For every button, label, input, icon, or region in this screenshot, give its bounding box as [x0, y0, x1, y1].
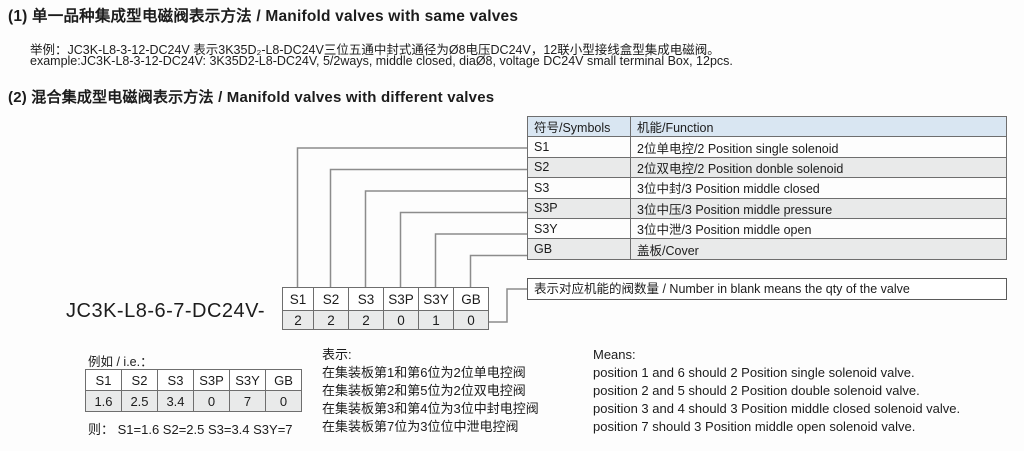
ie-col-header: GB [265, 369, 302, 391]
meaning-en-line: position 7 should 3 Position middle open… [593, 419, 916, 434]
header-symbols: 符号/Symbols [527, 115, 631, 138]
meaning-en-block: Means: position 1 and 6 should 2 Positio… [593, 346, 960, 436]
table-row: GB 盖板/Cover [527, 238, 1007, 260]
meaning-en-title: Means: [593, 347, 636, 362]
function-cell: 盖板/Cover [630, 238, 1007, 260]
function-cell: 3位中泄/3 Position middle open [630, 217, 1007, 240]
section1-example-en: example:JC3K-L8-3-12-DC24V: 3K35D2-L8-DC… [30, 54, 733, 68]
table-row: S2 2位双电控/2 Position donble solenoid [527, 156, 1007, 179]
section1-example-cn: 举例：JC3K-L8-3-12-DC24V 表示3K35D₂-L8-DC24V三… [30, 43, 720, 57]
qty-value-cell: 1 [418, 310, 454, 330]
qty-table-header-row: S1 S2 S3 S3P S3Y GB [282, 287, 489, 311]
qty-col-header: GB [453, 287, 489, 311]
qty-note-box: 表示对应机能的阀数量 / Number in blank means the q… [527, 278, 1007, 300]
meaning-cn-line: 在集装板第1和第6位为2位单电控阀 [322, 365, 526, 380]
symbol-cell: S3 [527, 177, 631, 199]
meaning-cn-block: 表示: 在集装板第1和第6位为2位单电控阀 在集装板第2和第5位为2位双电控阀 … [322, 346, 539, 436]
ie-example-table: S1 S2 S3 S3P S3Y GB 1.6 2.5 3.4 0 7 0 [85, 369, 302, 412]
connector-s3y [434, 233, 527, 288]
ie-label: 例如 / i.e.： [88, 355, 153, 369]
ie-col-header: S3 [157, 369, 194, 391]
section1-heading: (1) 单一品种集成型电磁阀表示方法 / Manifold valves wit… [8, 8, 519, 25]
symbols-function-table: 符号/Symbols 机能/Function S1 2位单电控/2 Positi… [527, 115, 1007, 260]
table-row: S1 2位单电控/2 Position single solenoid [527, 136, 1007, 158]
meaning-en-line: position 1 and 6 should 2 Position singl… [593, 365, 915, 380]
connector-qty-note [489, 288, 527, 323]
symbol-cell: S3Y [527, 217, 631, 240]
symbol-cell: S3P [527, 197, 631, 219]
meaning-en-line: position 2 and 5 should 2 Position doubl… [593, 383, 920, 398]
symbol-cell: GB [527, 238, 631, 260]
qty-col-header: S3P [383, 287, 419, 311]
function-cell: 2位双电控/2 Position donble solenoid [630, 156, 1007, 179]
table-row: S3Y 3位中泄/3 Position middle open [527, 217, 1007, 240]
qty-value-cell: 2 [282, 310, 314, 330]
ie-value-cell: 7 [229, 390, 266, 412]
ie-value-cell: 1.6 [85, 390, 122, 412]
qty-col-header: S1 [282, 287, 314, 311]
meaning-cn-line: 在集装板第7位为3位位中泄电控阀 [322, 419, 519, 434]
qty-value-cell: 0 [383, 310, 419, 330]
ie-result-line: 则： S1=1.6 S2=2.5 S3=3.4 S3Y=7 [88, 422, 293, 437]
ie-col-header: S3Y [229, 369, 266, 391]
ie-value-cell: 0 [265, 390, 302, 412]
qty-col-header: S2 [313, 287, 349, 311]
connector-s1 [296, 147, 527, 288]
meaning-cn-title: 表示: [322, 347, 352, 362]
function-cell: 3位中封/3 Position middle closed [630, 177, 1007, 199]
qty-col-header: S3 [348, 287, 384, 311]
ie-value-cell: 2.5 [121, 390, 158, 412]
qty-value-cell: 0 [453, 310, 489, 330]
ie-table-value-row: 1.6 2.5 3.4 0 7 0 [85, 390, 302, 412]
function-cell: 3位中压/3 Position middle pressure [630, 197, 1007, 219]
table-header-row: 符号/Symbols 机能/Function [527, 115, 1007, 138]
ie-value-cell: 0 [193, 390, 230, 412]
symbol-cell: S1 [527, 136, 631, 158]
header-function: 机能/Function [630, 115, 1007, 138]
table-row: S3P 3位中压/3 Position middle pressure [527, 197, 1007, 219]
ie-value-cell: 3.4 [157, 390, 194, 412]
meaning-cn-line: 在集装板第3和第4位为3位中封电控阀 [322, 401, 539, 416]
ie-col-header: S2 [121, 369, 158, 391]
ie-col-header: S1 [85, 369, 122, 391]
qty-value-cell: 2 [348, 310, 384, 330]
connector-s2 [329, 168, 527, 288]
ie-col-header: S3P [193, 369, 230, 391]
table-row: S3 3位中封/3 Position middle closed [527, 177, 1007, 199]
symbol-cell: S2 [527, 156, 631, 179]
meaning-en-line: position 3 and 4 should 3 Position middl… [593, 401, 961, 416]
connector-gb [469, 254, 527, 288]
qty-table-value-row: 2 2 2 0 1 0 [282, 310, 489, 330]
valve-qty-table: S1 S2 S3 S3P S3Y GB 2 2 2 0 1 0 [282, 287, 489, 330]
model-number-label: JC3K-L8-6-7-DC24V- [66, 300, 266, 322]
meaning-cn-line: 在集装板第2和第5位为2位双电控阀 [322, 383, 526, 398]
section2-heading: (2) 混合集成型电磁阀表示方法 / Manifold valves with … [8, 89, 495, 106]
connector-s3p [399, 211, 527, 288]
function-cell: 2位单电控/2 Position single solenoid [630, 136, 1007, 158]
ie-table-header-row: S1 S2 S3 S3P S3Y GB [85, 369, 302, 391]
qty-value-cell: 2 [313, 310, 349, 330]
qty-col-header: S3Y [418, 287, 454, 311]
connector-s3 [364, 190, 527, 288]
